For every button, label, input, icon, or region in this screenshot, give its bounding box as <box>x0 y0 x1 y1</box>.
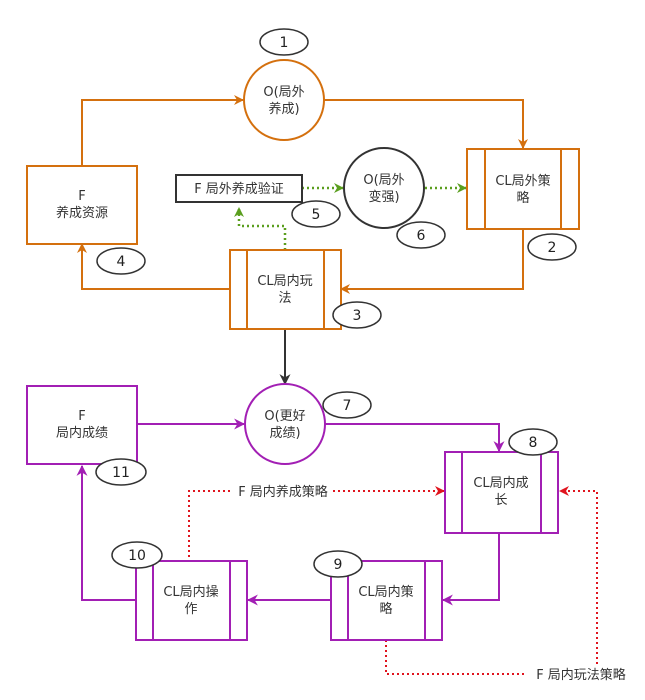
node-label: CL局内操 <box>163 584 218 600</box>
badge-number: 11 <box>112 465 130 481</box>
node-f-outside-verify: F 局外养成验证 <box>175 174 303 203</box>
node-o-outside-grow: O(局外 养成) <box>243 59 325 141</box>
badge-number: 3 <box>353 308 362 324</box>
node-o-outside-stronger: O(局外 变强) <box>343 147 425 229</box>
badge-6: 6 <box>396 221 446 249</box>
badge-7: 7 <box>322 391 372 419</box>
node-label: 成绩) <box>269 426 300 441</box>
badge-number: 2 <box>548 240 557 256</box>
node-label: O(更好 <box>264 409 305 424</box>
node-cl-outside-strategy: CL局外策 略 <box>466 148 580 230</box>
node-label: 局内成绩 <box>56 425 108 441</box>
node-cl-inside-play: CL局内玩 法 <box>229 249 342 330</box>
edge-strategy-to-inside-play <box>340 229 524 294</box>
edge-better-score-to-growth <box>325 423 505 453</box>
node-label: 长 <box>494 493 507 508</box>
node-label: F 局外养成验证 <box>194 181 284 197</box>
node-label: CL局内成 <box>473 475 528 491</box>
badge-3: 3 <box>332 301 382 329</box>
badge-1: 1 <box>259 28 309 56</box>
badge-8: 8 <box>508 428 558 456</box>
node-label: 略 <box>516 190 529 206</box>
edge-operation-to-growth-grow-strategy <box>188 486 445 562</box>
badge-number: 1 <box>280 35 289 51</box>
edge-inside-play-to-verify <box>234 207 287 250</box>
badge-11: 11 <box>95 458 147 486</box>
badge-number: 8 <box>529 435 538 451</box>
node-label: 养成资源 <box>56 205 108 221</box>
badge-number: 10 <box>128 548 146 564</box>
badge-number: 4 <box>117 254 126 270</box>
node-label: CL局内玩 <box>257 273 312 289</box>
edge-inside-play-to-resources <box>77 243 230 290</box>
edge-growth-to-inside-strategy <box>441 533 500 606</box>
node-label: O(局外 <box>363 173 404 188</box>
badge-number: 5 <box>312 207 321 223</box>
node-label: 作 <box>184 602 197 617</box>
node-label: 变强) <box>368 189 399 205</box>
edge-resources-to-outside-grow <box>81 95 244 166</box>
node-o-better-score: O(更好 成绩) <box>244 383 326 465</box>
node-label: CL局外策 <box>495 173 550 189</box>
badge-number: 6 <box>417 228 426 244</box>
node-label: O(局外 <box>263 85 304 100</box>
edge-operation-to-score <box>76 464 136 601</box>
node-cl-inside-strategy: CL局内策 略 <box>330 560 443 641</box>
badge-9: 9 <box>313 550 363 578</box>
edge-label-inside-grow-strategy: F 局内养成策略 <box>238 484 328 500</box>
badge-number: 7 <box>343 398 352 414</box>
node-label: 法 <box>278 291 291 306</box>
node-label: F <box>78 409 85 424</box>
node-label: 略 <box>379 601 392 617</box>
node-label: 养成) <box>268 101 299 117</box>
node-label: CL局内策 <box>358 584 413 600</box>
node-label: F <box>78 189 85 204</box>
badge-number: 9 <box>334 557 343 573</box>
node-f-grow-resources: F 养成资源 <box>26 165 138 245</box>
badge-4: 4 <box>96 247 146 275</box>
node-cl-inside-operation: CL局内操 作 <box>135 560 248 641</box>
badge-5: 5 <box>291 200 341 228</box>
badge-10: 10 <box>111 541 163 569</box>
badge-2: 2 <box>527 233 577 261</box>
edge-label-inside-play-strategy: F 局内玩法策略 <box>536 667 626 683</box>
edge-outside-grow-to-strategy <box>323 99 528 149</box>
node-f-inside-score: F 局内成绩 <box>26 385 138 465</box>
node-cl-inside-growth: CL局内成 长 <box>444 451 559 534</box>
